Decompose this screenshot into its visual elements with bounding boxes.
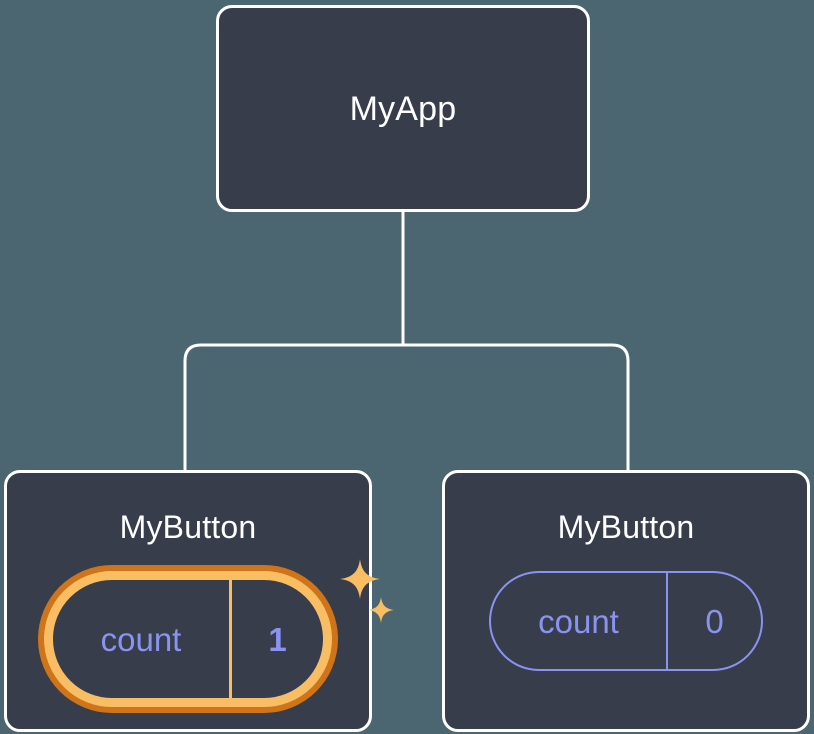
state-pill-left[interactable]: count 1 xyxy=(44,571,332,707)
state-key-left: count xyxy=(100,620,182,658)
state-pill-right-wrapper: count 0 xyxy=(489,571,763,671)
node-mybutton-right-label: MyButton xyxy=(557,509,695,545)
node-mybutton-right[interactable]: MyButton count 0 xyxy=(442,470,810,732)
state-pill-left-wrapper: count 1 xyxy=(44,559,394,707)
node-mybutton-left-label: MyButton xyxy=(119,509,257,545)
state-value-left: 1 xyxy=(229,580,323,698)
state-pill-right[interactable]: count 0 xyxy=(489,571,763,671)
sparkle-large-icon xyxy=(340,559,380,599)
node-myapp[interactable]: MyApp xyxy=(216,5,590,212)
sparkle-small-icon xyxy=(368,597,394,623)
state-key-right: count xyxy=(538,602,619,640)
connector-child-bus xyxy=(183,343,630,470)
node-mybutton-left[interactable]: MyButton count 1 xyxy=(4,470,394,732)
state-value-right: 0 xyxy=(666,573,761,669)
node-myapp-label: MyApp xyxy=(349,89,457,128)
